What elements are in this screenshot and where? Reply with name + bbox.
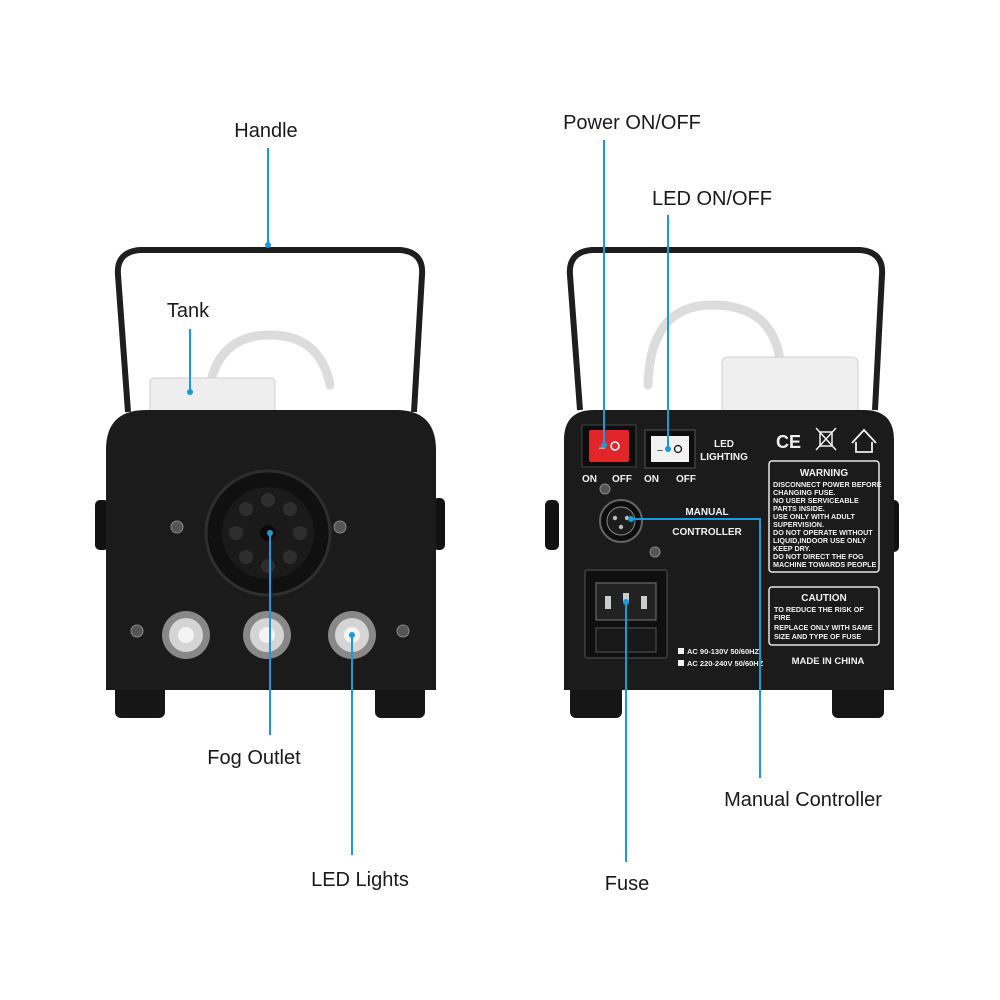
- voltage-label-1: AC 90-130V 50/60HZ: [687, 647, 760, 656]
- callout-tank-dot: [187, 389, 193, 395]
- panel-screw: [649, 546, 661, 558]
- callout-led-switch-label: LED ON/OFF: [652, 188, 772, 210]
- caution-box: [768, 586, 880, 646]
- voltage-checkbox: [678, 660, 684, 666]
- front-screw: [130, 624, 144, 638]
- weee-bin-icon: [815, 427, 837, 451]
- warning-line: MACHINE TOWARDS PEOPLE: [773, 560, 877, 569]
- warning-box: [768, 460, 880, 573]
- callout-handle-dot: [265, 242, 271, 248]
- power-off-label: OFF: [612, 474, 632, 485]
- callout-power-dot: [601, 442, 607, 448]
- caution-line: FIRE: [774, 613, 791, 622]
- caution-title: CAUTION: [801, 593, 847, 604]
- voltage-label-2: AC 220-240V 50/60HZ: [687, 659, 764, 668]
- warning-line: CHANGING FUSE.: [773, 488, 835, 497]
- callout-power-label: Power ON/OFF: [563, 112, 701, 134]
- back-knob-left: [545, 500, 559, 550]
- voltage-checkbox: [678, 648, 684, 654]
- led-on-label: ON: [644, 474, 659, 485]
- caution-line: SIZE AND TYPE OF FUSE: [774, 632, 861, 641]
- led-lighting-label-1: LED: [714, 439, 734, 450]
- callout-led-switch-dot: [665, 446, 671, 452]
- warning-line: DO NOT OPERATE WITHOUT: [773, 528, 873, 537]
- caution-line: REPLACE ONLY WITH SAME: [774, 623, 873, 632]
- svg-text:–: –: [599, 442, 606, 454]
- manual-label-2: CONTROLLER: [672, 527, 742, 538]
- manual-label-1: MANUAL: [685, 507, 728, 518]
- warning-line: DISCONNECT POWER BEFORE: [773, 480, 882, 489]
- power-on-label: ON: [582, 474, 597, 485]
- ce-mark: CE: [776, 432, 801, 452]
- back-hose: [643, 300, 785, 390]
- made-in-label: MADE IN CHINA: [792, 656, 865, 667]
- indoor-use-icon: [851, 428, 877, 453]
- back-handle: [566, 247, 886, 411]
- led-lights: [162, 611, 376, 659]
- warning-line: NO USER SERVICEABLE: [773, 496, 859, 505]
- callout-tank-label: Tank: [167, 300, 210, 322]
- led-off-label: OFF: [676, 474, 696, 485]
- callout-manual-line: [631, 518, 761, 778]
- led-lighting-label-2: LIGHTING: [700, 452, 748, 463]
- front-hose: [205, 330, 335, 390]
- manual-controller-socket[interactable]: [599, 499, 643, 543]
- front-handle: [114, 247, 426, 413]
- warning-line: DO NOT DIRECT THE FOG: [773, 552, 864, 561]
- svg-text:–: –: [657, 445, 663, 456]
- caution-line: TO REDUCE THE RISK OF: [774, 605, 864, 614]
- warning-line: SUPERVISION.: [773, 520, 824, 529]
- callout-handle-label: Handle: [234, 120, 297, 142]
- power-switch[interactable]: –: [581, 424, 637, 468]
- panel-screw: [599, 483, 611, 495]
- callout-fog-outlet-label: Fog Outlet: [207, 747, 301, 769]
- front-screw: [333, 520, 347, 534]
- callout-led-lights-label: LED Lights: [311, 869, 409, 891]
- warning-line: USE ONLY WITH ADULT: [773, 512, 855, 521]
- warning-line: KEEP DRY.: [773, 544, 811, 553]
- callout-fuse-label: Fuse: [605, 873, 649, 895]
- led-switch[interactable]: –: [644, 429, 696, 469]
- front-screw: [396, 624, 410, 638]
- callout-manual-controller-label: Manual Controller: [724, 789, 882, 811]
- warning-line: PARTS INSIDE.: [773, 504, 825, 513]
- warning-line: LIQUID,INDOOR USE ONLY: [773, 536, 866, 545]
- front-screw: [170, 520, 184, 534]
- callouts: Handle Tank Fog Outlet LED Lights Power …: [167, 112, 882, 895]
- back-tank: [721, 356, 859, 418]
- back-view: – ON OFF – ON OFF LED LIGHTING CE: [545, 247, 899, 718]
- front-knob-left: [95, 500, 109, 550]
- warning-title: WARNING: [800, 468, 849, 479]
